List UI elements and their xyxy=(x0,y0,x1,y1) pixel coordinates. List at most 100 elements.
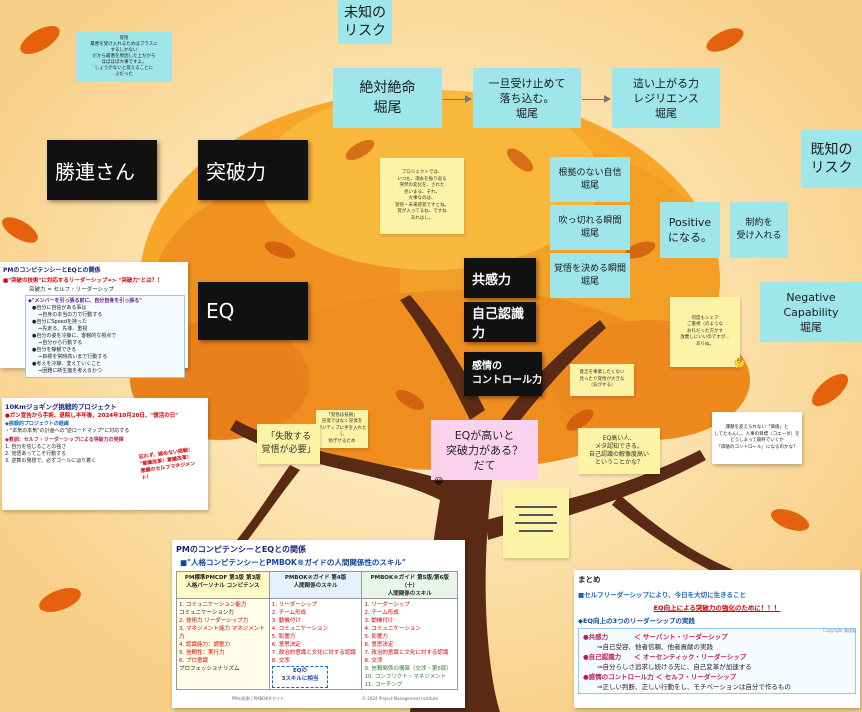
label-breakthrough-power[interactable]: 突破力 xyxy=(198,140,308,200)
connector-arrow xyxy=(443,95,472,103)
sticky-share-note[interactable]: 何度もシェア ご重視（のような お礼だった方がす 放棄しにいいのですが… ありぬ… xyxy=(670,297,740,367)
slide-footer: PMの役割 / PMBOK®ガイド xyxy=(232,696,285,701)
sticky-accept-constraints[interactable]: 制約を 受け入れる xyxy=(730,202,788,258)
sticky-baseless-confidence[interactable]: 根拠のない自信 堀尾 xyxy=(550,157,630,202)
sticky-effort-note[interactable]: 貧乏を事業したくない 見ったり覚悟が大きな （気がする） xyxy=(570,364,634,396)
sticky-resilience[interactable]: 這い上がる力 レジリエンス 堀尾 xyxy=(612,68,720,128)
sticky-negative-capability[interactable]: Negative Capability 堀尾 xyxy=(760,282,862,342)
cell-item: 4. コミュニケーション xyxy=(364,626,421,632)
sticky-known-risk[interactable]: 既知の リスク xyxy=(801,130,862,188)
cell-item: 1. コミュニケーション能力 xyxy=(179,602,247,608)
slide-footer: © 2024 Project Management Institute xyxy=(362,696,438,701)
slide-pmbok-skills[interactable]: PMのコンピテンシーとEQとの関係 ■"人格コンピテンシーとPMBOK®ガイドの… xyxy=(172,540,465,708)
slide-body: 3. 逆算の発想で、必ずゴールに辿り着く xyxy=(5,458,97,464)
cell-item: 7. 政治的意識と文化に対する認識 xyxy=(364,650,449,656)
label-katsuren-san[interactable]: 勝連さん xyxy=(47,140,157,200)
summary-box: ●共感力 ＜ サーバント・リーダーシップ ⇒自己受容、他者信頼、他者貢献の実践 … xyxy=(578,628,856,694)
sticky-note-resolve[interactable]: 覚悟 最悪を受け入れるためはプラスに するしかない だから最悪を原因した上だから… xyxy=(76,32,172,82)
lined-text-icon xyxy=(515,506,557,532)
summary-line: EQ向上による突破力の強化のために！！！ xyxy=(653,604,781,612)
sticky-eq-metacognition[interactable]: EQ高い人、 メタ認知できる。 自己認識の解像度高い ということかな？ xyxy=(578,428,660,474)
bullet-item: ●自分を静観できる xyxy=(32,347,77,353)
cell-item: 9. 信頼関係の構築（交渉・第6版） xyxy=(364,666,452,672)
bullet-item: ⇒目標を常時高いまで行動する xyxy=(38,354,108,360)
eq-skills-callout: EQの 3スキルに相当 xyxy=(272,666,328,688)
connector-arrow xyxy=(582,95,611,103)
summary-item: ●共感力 ＜ サーバント・リーダーシップ xyxy=(583,633,728,641)
table-header: PMBOK®ガイド 第4版 人間関係のスキル xyxy=(268,571,363,599)
summary-item: ●自己認識力 ＜ オーセンティック・リーダーシップ xyxy=(583,653,747,661)
slide-body: 2. 覚悟あってこそ行動する xyxy=(5,451,67,457)
sticky-resolve-technique[interactable]: 「覚悟は技術」 逆境ではなく逆境を ポジティブに手を入れたし 防ぎせるため xyxy=(316,410,368,448)
bullet-item: ⇒自身の本当の力で行動する xyxy=(38,312,103,318)
cell-item: 5. 影響力 xyxy=(271,634,296,640)
slide-footer: Copyright 勝連誠 xyxy=(823,628,856,633)
cell-item: 4. コミュニケーション xyxy=(271,626,329,632)
cell-item: 3. 動機付け xyxy=(271,618,301,624)
summary-item: ⇒正しい判断、正しい行動をし、モチベーションは自分で作るもの xyxy=(597,683,791,691)
sticky-resolve-to-fail[interactable]: 「失敗する 覚悟が必要」 xyxy=(257,424,320,464)
slide-bullet-box: ◆"メンバーを引っ張る前に、自分自身を引っ張る" ●自分に自信がある事は ⇒自身… xyxy=(25,295,185,378)
cell-item: 6. 意思決定 xyxy=(364,642,394,648)
slide-subtitle: ●ガン宣告から手術、退院し半年後、2024年10月20日、"復活の日" xyxy=(5,413,179,419)
sticky-become-positive[interactable]: Positive になる。 xyxy=(660,202,720,258)
slide-title: PMのコンピテンシーとEQとの関係 xyxy=(3,267,101,274)
cell-item: 8. 交渉 xyxy=(271,658,290,664)
bullet-item: ⇒困難に新生面を考えるかつ xyxy=(38,368,103,374)
bullet-item: ⇒先走る、先導、重視 xyxy=(38,326,88,332)
cell-item: 1. リーダーシップ xyxy=(364,602,410,608)
label-eq[interactable]: EQ xyxy=(198,282,308,340)
table-header: PMBOK®ガイド 第5版/第6版（十） 人間関係のスキル xyxy=(361,571,458,599)
sticky-accept-and-depressed[interactable]: 一旦受け止めて 落ち込む。 堀尾 xyxy=(473,68,581,128)
table-header: PM標準PMCDF 第3版 第3版 人格パーソナル コンピテンス xyxy=(176,571,270,599)
slide-body: ◆挑戦的プロジェクトの経緯 xyxy=(5,421,69,427)
cell-item: 6. 意思決定 xyxy=(271,642,301,648)
sticky-unknown-risk[interactable]: 未知の リスク xyxy=(338,0,392,44)
cell-item: 3. マネジメント能力 マネジメント力 xyxy=(179,626,265,640)
bullet-item: ⇒自分から行動する xyxy=(38,340,83,346)
sticky-eq-breakthrough-question[interactable]: EQが高いと 突破力がある？ だて xyxy=(431,420,538,480)
cell-item: 4. 認識能力：調整力 xyxy=(179,642,230,648)
sticky-moment-of-letting-go[interactable]: 吹っ切れる瞬間 堀尾 xyxy=(550,205,630,250)
table-cell: 1. コミュニケーション能力 コミュニケーション力 2. 技術力 リーダーシップ… xyxy=(176,598,270,690)
emoji-reaction-icon: 🤔 xyxy=(734,359,746,369)
slide-title: PMのコンピテンシーとEQとの関係 xyxy=(176,545,307,554)
summary-item: ⇒自分らしさ追求し続ける先に、自己変革が加速する xyxy=(597,663,752,671)
cell-item: 6. プロ意識 xyxy=(179,658,208,664)
slide-pm-eq-breakthrough[interactable]: PMのコンピテンシーとEQとの関係 ■"突破の技術"に対応するリーダーシップ=>… xyxy=(0,262,188,378)
label-empathy[interactable]: 共感力 xyxy=(464,258,536,298)
slide-10km-jogging[interactable]: 10Kmジョギング挑戦的プロジェクト ●ガン宣告から手術、退院し半年後、2024… xyxy=(2,398,208,510)
sticky-project-note[interactable]: プロジェクトでは、 いつも、須永を振り返る 突然の変化を、された 見いまる、それ… xyxy=(380,158,464,234)
slide-title: まとめ xyxy=(578,575,601,584)
slide-subtitle: 突破力 = セルフ・リーダーシップ xyxy=(29,287,114,293)
table-cell: 1. リーダーシップ 2. チーム形成 3. 動機付け 4. コミュニケーション… xyxy=(361,598,458,690)
slide-title: 10Kmジョギング挑戦的プロジェクト xyxy=(5,403,117,411)
cell-item: コミュニケーション力 xyxy=(179,610,234,616)
cell-item: 10. コンフリクト・マネジメント xyxy=(364,674,447,680)
sticky-desperate-situation[interactable]: 絶対絶命 堀尾 xyxy=(333,68,442,128)
bullet-item: ●考えを冷静、変えていくこと xyxy=(32,361,102,367)
sticky-moment-of-resolve[interactable]: 覚悟を決める瞬間 堀尾 xyxy=(550,253,630,298)
cell-item: 3. 動機付け xyxy=(364,618,394,624)
emoji-reaction-icon: 😀 xyxy=(434,477,444,487)
cell-item: 2. チーム形成 xyxy=(364,610,399,616)
slide-subtitle: ■"人格コンピテンシーとPMBOK®ガイドの人間関係性のスキル" xyxy=(180,558,406,567)
bullet-item: ●自分にSpeedを持った xyxy=(32,319,88,325)
cell-item: 5. 信頼性：実行力 xyxy=(179,650,225,656)
slide-summary[interactable]: まとめ ■セルフリーダーシップにより、今日を大切に生きること EQ向上による突破… xyxy=(574,570,860,708)
cell-item: 7. 政治的意識と文化に対する認識 xyxy=(271,650,356,656)
sticky-lined-note[interactable] xyxy=(503,488,569,558)
slide-body: 1. 自分を信じることの強さ xyxy=(5,444,67,450)
cell-item: 11. コーチング xyxy=(364,682,403,688)
summary-line: ■セルフリーダーシップにより、今日を大切に生きること xyxy=(578,591,746,599)
sticky-value-control[interactable]: 課題を変えられない「価値」と してたもんし、人事の目標（コエーダ）を どうしまっ… xyxy=(712,412,802,464)
cell-item: 8. 交渉 xyxy=(364,658,383,664)
cell-item: プロフェッショナリズム xyxy=(179,666,240,672)
summary-line: ◆EQ向上の3つのリーダーシップの実践 xyxy=(578,617,695,625)
label-self-awareness[interactable]: 自己認識力 xyxy=(464,302,536,342)
cell-item: 1. リーダーシップ xyxy=(271,602,318,608)
cell-item: 5. 影響力 xyxy=(364,634,388,640)
label-emotional-control[interactable]: 感情の コントロール力 xyxy=(464,352,542,396)
cell-item: 2. チーム形成 xyxy=(271,610,307,616)
